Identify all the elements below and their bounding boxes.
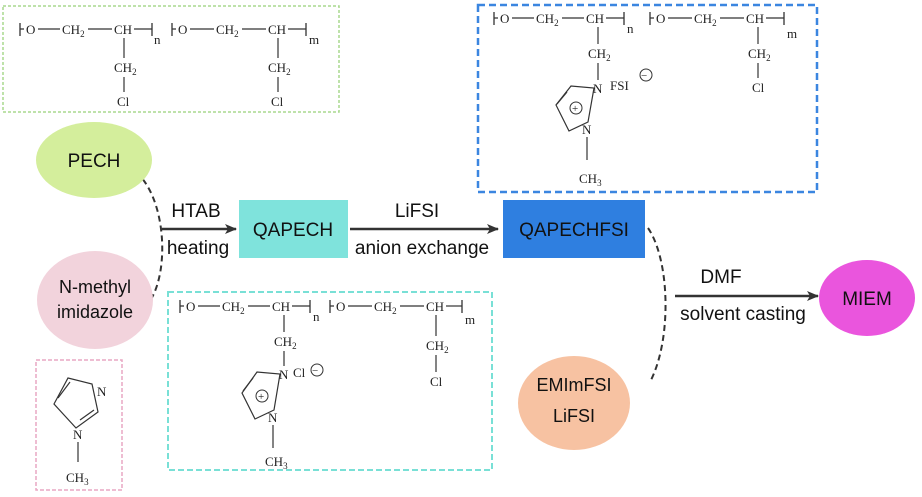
nmim-node: N-methyl imidazole (37, 251, 153, 349)
svg-text:Cl: Cl (117, 94, 130, 109)
svg-text:CH: CH (426, 299, 444, 314)
svg-text:LiFSI: LiFSI (553, 406, 595, 426)
svg-text:CH2: CH2 (588, 46, 611, 63)
svg-text:CH2: CH2 (694, 11, 717, 28)
svg-text:CH3: CH3 (579, 171, 602, 188)
qapechfsi-emim-connector (647, 227, 667, 383)
svg-text:O: O (336, 299, 345, 314)
svg-text:heating: heating (167, 238, 229, 259)
step1-arrow: HTAB heating (162, 201, 237, 259)
svg-text:Cl: Cl (430, 374, 443, 389)
svg-text:CH2: CH2 (374, 299, 397, 316)
nmim-structure-box (35, 359, 123, 491)
svg-text:CH: CH (272, 299, 290, 314)
svg-text:O: O (500, 11, 509, 26)
svg-text:CH2: CH2 (426, 338, 449, 355)
svg-text:MIEM: MIEM (842, 289, 892, 310)
nmim-structure: N N CH3 (35, 359, 123, 491)
svg-text:CH: CH (586, 11, 604, 26)
svg-text:−: − (641, 70, 647, 82)
svg-text:m: m (465, 312, 475, 327)
svg-text:O: O (26, 22, 35, 37)
svg-text:N: N (97, 384, 107, 399)
svg-text:−: − (312, 365, 318, 377)
svg-text:imidazole: imidazole (57, 302, 133, 322)
svg-text:CH2: CH2 (268, 60, 291, 77)
emim-node: EMImFSI LiFSI (518, 356, 630, 450)
svg-text:+: + (258, 391, 264, 403)
step3-arrow: DMF solvent casting (675, 267, 819, 325)
svg-text:LiFSI: LiFSI (395, 201, 439, 222)
svg-text:N-methyl: N-methyl (59, 277, 131, 297)
imidazolium-ring-qapech: + (241, 371, 281, 420)
svg-text:Cl: Cl (752, 80, 765, 95)
pech-nmim-connector (135, 171, 164, 307)
svg-text:CH2: CH2 (748, 46, 771, 63)
svg-text:CH2: CH2 (114, 60, 137, 77)
svg-text:N: N (73, 427, 83, 442)
qapechfsi-structure-box (476, 3, 819, 194)
svg-text:m: m (787, 26, 797, 41)
pech-node: PECH (36, 122, 152, 198)
qapech-node: QAPECH (239, 200, 348, 258)
qapechfsi-node: QAPECHFSI (503, 200, 645, 258)
pech-structure-box (2, 5, 340, 113)
svg-text:O: O (178, 22, 187, 37)
svg-text:FSI: FSI (610, 78, 629, 93)
svg-text:O: O (656, 11, 665, 26)
step2-arrow: LiFSI anion exchange (350, 201, 499, 259)
svg-text:solvent casting: solvent casting (680, 304, 806, 325)
miem-node: MIEM (819, 260, 915, 336)
svg-text:DMF: DMF (700, 267, 741, 288)
svg-text:N: N (268, 410, 278, 425)
imidazolium-ring: + (555, 85, 595, 132)
svg-text:Cl: Cl (293, 365, 306, 380)
svg-text:PECH: PECH (68, 151, 121, 172)
svg-text:CH: CH (268, 22, 286, 37)
svg-text:O: O (186, 299, 195, 314)
svg-text:CH2: CH2 (216, 22, 239, 39)
svg-text:Cl: Cl (271, 94, 284, 109)
svg-text:anion exchange: anion exchange (355, 238, 489, 259)
svg-text:EMImFSI: EMImFSI (537, 375, 612, 395)
svg-text:QAPECHFSI: QAPECHFSI (519, 220, 629, 241)
svg-text:CH2: CH2 (274, 334, 297, 351)
qapech-structure: O CH2 CH n O CH2 CH m CH2 + N N CH3 Cl − (167, 291, 493, 471)
svg-text:+: + (572, 103, 578, 115)
svg-text:CH2: CH2 (62, 22, 85, 39)
pech-structure: O CH2 CH n O CH2 CH m CH2 Cl CH2 Cl (2, 5, 340, 113)
svg-text:CH3: CH3 (66, 470, 89, 487)
svg-text:n: n (627, 21, 634, 36)
svg-text:n: n (154, 32, 161, 47)
svg-text:m: m (309, 32, 319, 47)
qapechfsi-structure: O CH2 CH n O CH2 CH m CH2 + N N CH3 FSI … (476, 3, 819, 194)
svg-text:CH: CH (746, 11, 764, 26)
qapech-structure-box (167, 291, 493, 471)
svg-text:CH: CH (114, 22, 132, 37)
svg-text:CH2: CH2 (222, 299, 245, 316)
svg-text:CH2: CH2 (536, 11, 559, 28)
svg-text:CH3: CH3 (265, 454, 288, 471)
svg-text:N: N (582, 122, 592, 137)
svg-text:HTAB: HTAB (171, 201, 220, 222)
svg-text:N: N (593, 81, 603, 96)
svg-text:QAPECH: QAPECH (253, 220, 333, 241)
svg-text:n: n (313, 309, 320, 324)
svg-text:N: N (279, 367, 289, 382)
